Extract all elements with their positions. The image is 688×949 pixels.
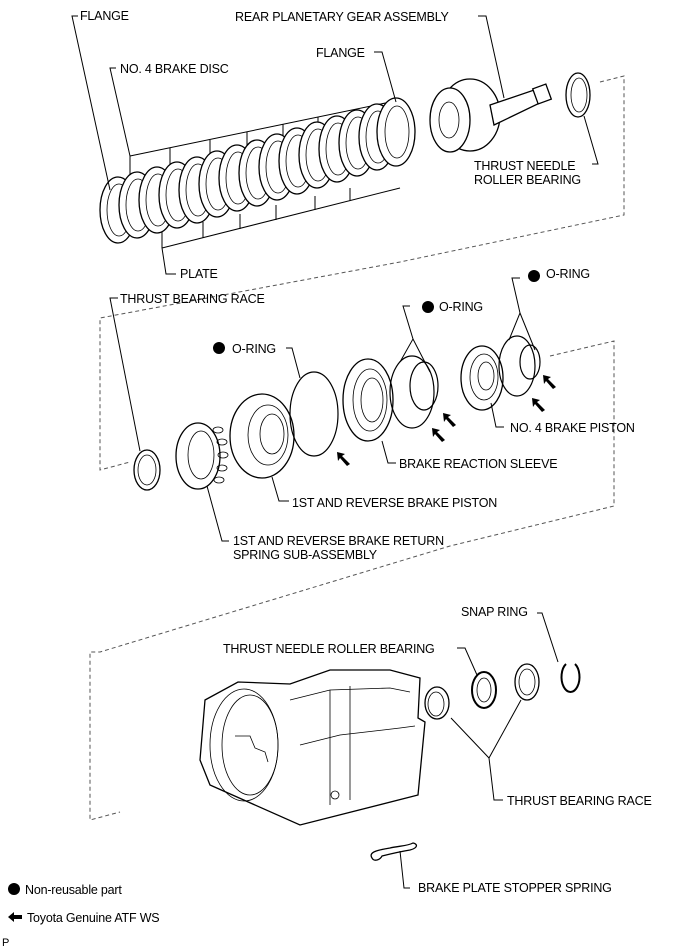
top-labels: FLANGE REAR PLANETARY GEAR ASSEMBLY FLAN…: [71, 9, 599, 281]
label-brake-plate-stopper-spring: BRAKE PLATE STOPPER SPRING: [418, 881, 612, 895]
bottom-labels: SNAP RING THRUST NEEDLE ROLLER BEARING T…: [223, 605, 652, 895]
label-no4-brake-piston: NO. 4 BRAKE PISTON: [510, 421, 635, 435]
transmission-case: [199, 669, 426, 826]
label-return-spring-line2: SPRING SUB-ASSEMBLY: [233, 548, 378, 562]
thrust-needle-roller-bearing-top: [565, 72, 591, 118]
label-flange-right: FLANGE: [316, 46, 365, 60]
thrust-needle-roller-bearing-bottom: [471, 671, 497, 709]
atf-arrow-icon: [8, 912, 22, 922]
atf-arrow-icon: [337, 452, 350, 466]
label-brake-reaction-sleeve: BRAKE REACTION SLEEVE: [399, 457, 557, 471]
label-plate: PLATE: [180, 267, 218, 281]
atf-arrow-icon: [432, 428, 445, 442]
first-reverse-brake-piston: [229, 393, 295, 479]
atf-arrows: [337, 375, 556, 466]
non-reusable-dot-icon: [213, 342, 225, 354]
label-thrust-needle-bottom: THRUST NEEDLE ROLLER BEARING: [223, 642, 435, 656]
middle-labels: THRUST BEARING RACE O-RING O-RING O-RING…: [109, 267, 635, 562]
label-o-ring-3: O-RING: [546, 267, 590, 281]
snap-ring: [560, 663, 581, 693]
atf-arrow-icon: [543, 375, 556, 389]
label-o-ring-1: O-RING: [232, 342, 276, 356]
atf-arrow-icon: [443, 413, 456, 427]
label-first-reverse-brake-piston: 1ST AND REVERSE BRAKE PISTON: [292, 496, 497, 510]
legend-atf: Toyota Genuine ATF WS: [27, 911, 159, 925]
rear-planetary-gear-assembly: [429, 78, 553, 153]
label-thrust-needle-top-line1: THRUST NEEDLE: [474, 159, 575, 173]
non-reusable-dot-icon: [422, 301, 434, 313]
brake-plate-stopper-spring: [370, 842, 418, 861]
label-o-ring-2: O-RING: [439, 300, 483, 314]
return-spring-sub-assembly: [175, 422, 229, 490]
o-ring-3-inner: [519, 344, 541, 380]
non-reusable-dot-icon: [8, 883, 20, 895]
alignment-guide-top: [99, 75, 625, 471]
label-thrust-needle-top-line2: ROLLER BEARING: [474, 173, 581, 187]
label-return-spring-line1: 1ST AND REVERSE BRAKE RETURN: [233, 534, 444, 548]
legend: Non-reusable part Toyota Genuine ATF WS …: [2, 883, 160, 949]
label-no4-brake-disc: NO. 4 BRAKE DISC: [120, 62, 229, 76]
disc-callout-ticks: [129, 109, 356, 248]
bottom-races: [424, 663, 581, 720]
label-thrust-bearing-race-bottom: THRUST BEARING RACE: [507, 794, 652, 808]
label-snap-ring: SNAP RING: [461, 605, 528, 619]
o-ring-1: [289, 371, 339, 457]
o-ring-3-outer: [498, 335, 536, 397]
no4-brake-piston: [460, 345, 504, 411]
corner-mark: P: [2, 937, 9, 949]
plate-callout-bracket: [161, 187, 401, 249]
o-ring-2-inner: [409, 361, 439, 411]
alignment-guide-bottom: [89, 340, 615, 821]
clutch-pack: [99, 72, 625, 471]
non-reusable-dot-icon: [528, 270, 540, 282]
label-thrust-bearing-race-mid: THRUST BEARING RACE: [120, 292, 265, 306]
atf-arrow-icon: [532, 398, 545, 412]
legend-non-reusable: Non-reusable part: [25, 883, 122, 897]
o-ring-2-outer: [389, 355, 435, 429]
piston-group: [89, 335, 615, 821]
label-rear-planetary-gear-assembly: REAR PLANETARY GEAR ASSEMBLY: [235, 10, 450, 24]
brake-reaction-sleeve: [342, 358, 394, 442]
brake-discs: [99, 97, 416, 244]
label-flange-left: FLANGE: [80, 9, 129, 23]
